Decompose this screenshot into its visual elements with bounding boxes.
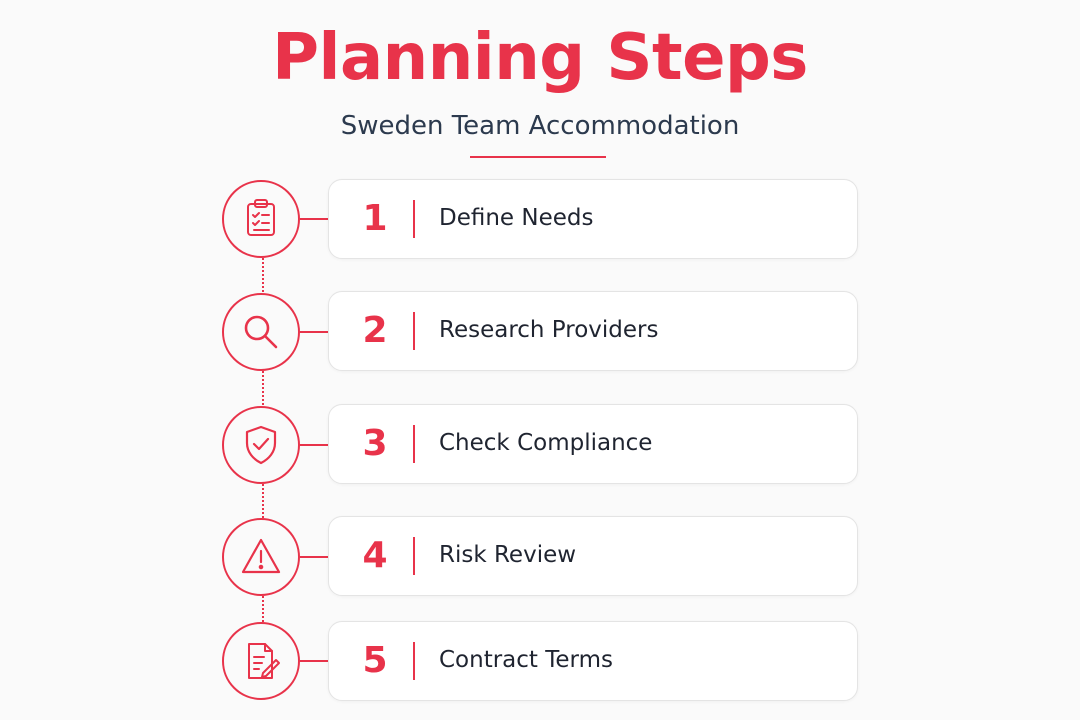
step-2-number: 2: [362, 310, 388, 351]
step-4-link-line: [300, 556, 328, 558]
step-3-number: 3: [362, 423, 388, 464]
step-connector: [262, 371, 264, 405]
step-1-label: Define Needs: [439, 205, 594, 231]
step-2-link-line: [300, 331, 328, 333]
step-connector: [262, 258, 264, 292]
step-1-divider: [413, 200, 415, 238]
step-5-link-line: [300, 660, 328, 662]
step-2-label: Research Providers: [439, 317, 659, 343]
step-3-link-line: [300, 444, 328, 446]
step-1-icon-circle: [222, 180, 300, 258]
shield-check-icon: [245, 425, 277, 465]
step-3-label: Check Compliance: [439, 430, 653, 456]
step-2-divider: [413, 312, 415, 350]
step-2-card: 2 Research Providers: [328, 291, 858, 371]
clipboard-checklist-icon: [247, 199, 275, 236]
step-connector: [262, 596, 264, 622]
warning-triangle-icon: [241, 538, 281, 574]
document-pen-icon: [248, 643, 280, 679]
page-subtitle: Sweden Team Accommodation: [340, 111, 740, 141]
step-4-divider: [413, 537, 415, 575]
step-3-icon-circle: [222, 406, 300, 484]
step-1-card: 1 Define Needs: [328, 179, 858, 259]
step-3-divider: [413, 425, 415, 463]
step-5-card: 5 Contract Terms: [328, 621, 858, 701]
step-5-number: 5: [362, 640, 388, 681]
step-1-link-line: [300, 218, 328, 220]
step-2-icon-circle: [222, 293, 300, 371]
magnifier-icon: [244, 315, 278, 349]
step-1-number: 1: [362, 198, 388, 239]
step-4-icon-circle: [222, 518, 300, 596]
step-connector: [262, 484, 264, 518]
step-5-icon-circle: [222, 622, 300, 700]
step-4-card: 4 Risk Review: [328, 516, 858, 596]
step-4-number: 4: [362, 535, 388, 576]
step-5-label: Contract Terms: [439, 647, 613, 673]
page-title: Planning Steps: [272, 21, 808, 95]
step-4-label: Risk Review: [439, 542, 577, 568]
title-underline: [470, 156, 606, 158]
step-5-divider: [413, 642, 415, 680]
step-3-card: 3 Check Compliance: [328, 404, 858, 484]
